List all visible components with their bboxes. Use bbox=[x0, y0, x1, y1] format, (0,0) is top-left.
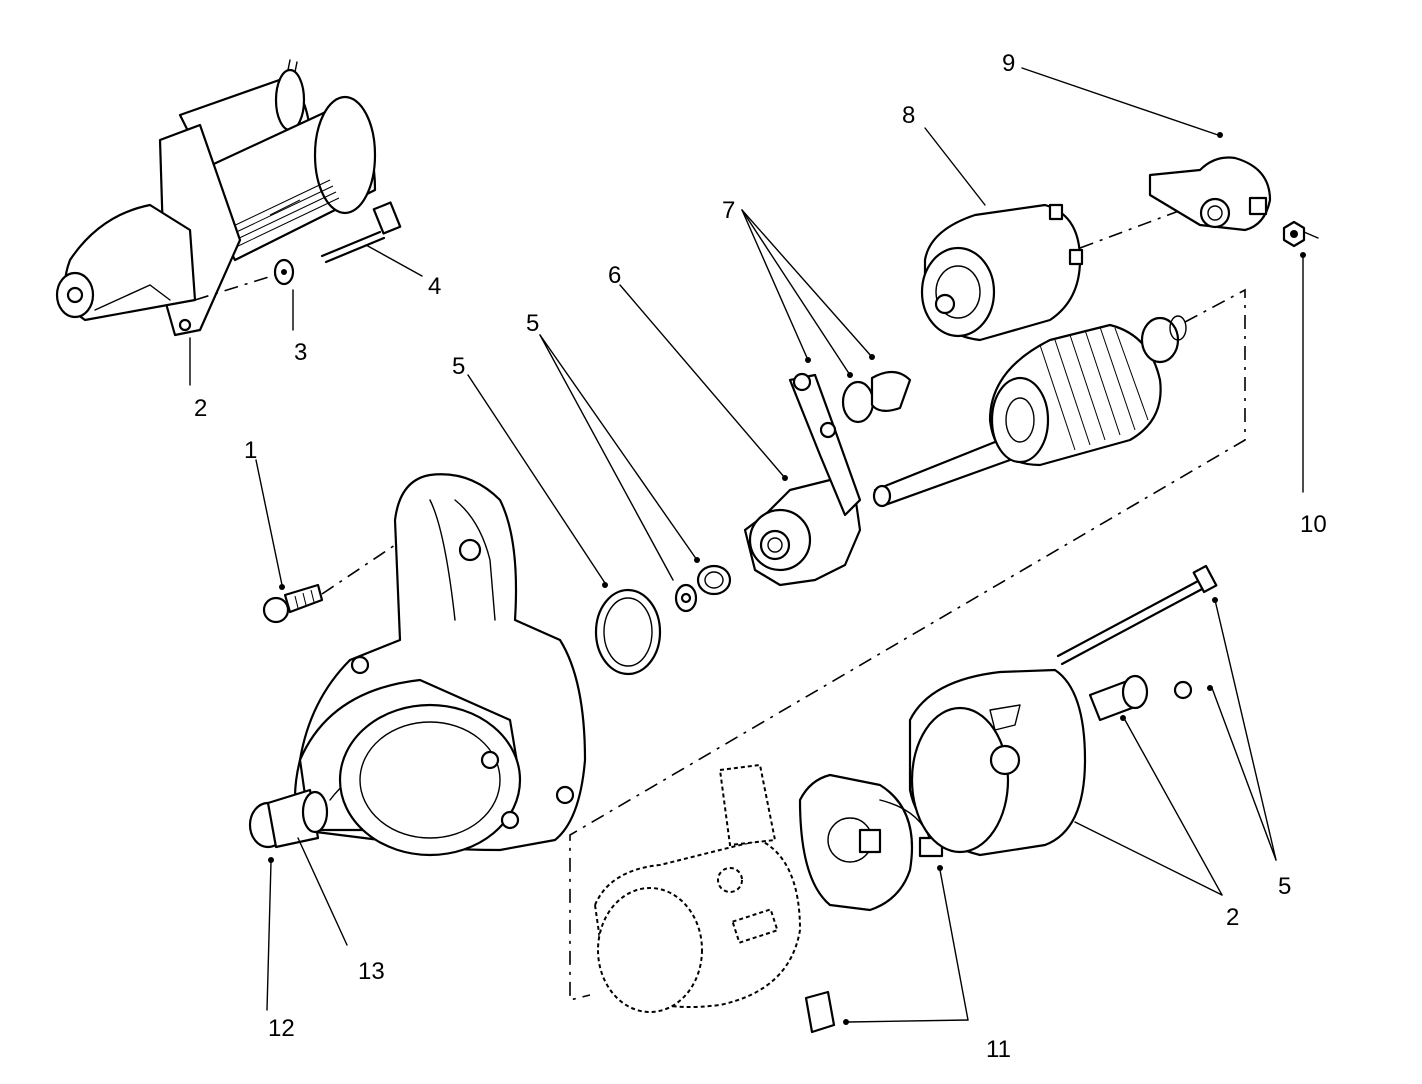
callout-4: 4 bbox=[428, 273, 441, 300]
field-frame-housing bbox=[908, 668, 1087, 857]
retaining-ring bbox=[594, 588, 662, 676]
screw bbox=[262, 583, 324, 624]
callout-1: 1 bbox=[244, 437, 257, 464]
commutator-end-bracket bbox=[593, 763, 802, 1013]
callout-5-mid: 5 bbox=[526, 310, 539, 337]
long-through-bolt bbox=[1056, 564, 1218, 666]
armature bbox=[872, 315, 1187, 508]
carbon-brush bbox=[804, 990, 836, 1034]
assembled-starter-motor bbox=[55, 59, 377, 337]
solenoid-switch bbox=[920, 203, 1084, 342]
terminal-nut bbox=[1282, 220, 1319, 248]
callout-2-top: 2 bbox=[194, 395, 207, 422]
drive-pinion bbox=[743, 478, 862, 587]
plug bbox=[1088, 674, 1149, 722]
through-bolt bbox=[320, 201, 402, 264]
callout-10: 10 bbox=[1300, 511, 1327, 538]
callout-11: 11 bbox=[986, 1036, 1011, 1063]
callout-8: 8 bbox=[902, 102, 915, 129]
callout-9: 9 bbox=[1002, 50, 1015, 77]
callout-3: 3 bbox=[294, 339, 307, 366]
terminal-cover bbox=[1148, 156, 1272, 232]
callout-13: 13 bbox=[358, 958, 385, 985]
callout-7: 7 bbox=[722, 197, 735, 224]
lever-seal bbox=[841, 380, 875, 424]
lever-pad bbox=[870, 370, 912, 412]
stop-collar bbox=[696, 564, 732, 596]
small-screw bbox=[1173, 680, 1193, 700]
callout-5-left: 5 bbox=[452, 353, 465, 380]
callout-6: 6 bbox=[608, 262, 621, 289]
callout-12: 12 bbox=[268, 1015, 295, 1042]
leader-lines bbox=[189, 67, 1306, 1025]
shift-lever bbox=[788, 372, 862, 517]
brush-holder bbox=[798, 773, 944, 912]
callout-5-right: 5 bbox=[1278, 873, 1291, 900]
bushing bbox=[301, 790, 329, 834]
callout-2-bottom: 2 bbox=[1226, 904, 1239, 931]
drive-end-housing bbox=[293, 473, 587, 857]
